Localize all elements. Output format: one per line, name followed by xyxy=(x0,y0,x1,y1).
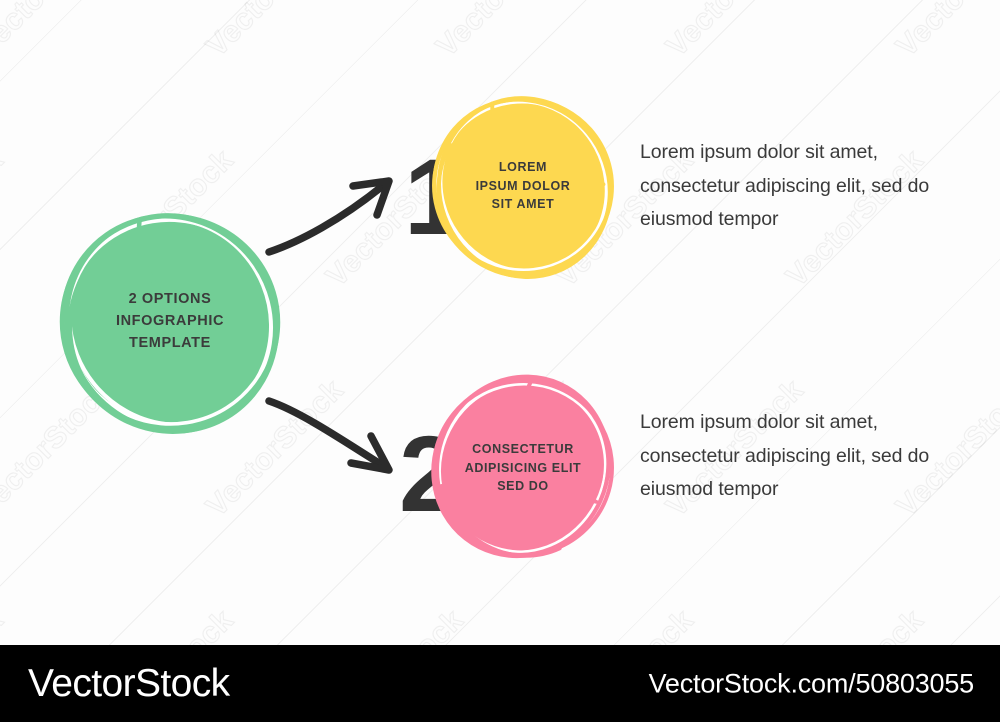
center-circle-node[interactable]: 2 OPTIONS INFOGRAPHIC TEMPLATE xyxy=(58,210,282,434)
watermark-text: VectorStock xyxy=(0,603,11,645)
arrow-to-option-2-icon xyxy=(265,397,393,474)
pink-sketch-circle-icon xyxy=(431,374,614,559)
watermark-text: VectorStock xyxy=(199,0,351,64)
artwork-area: VectorStock VectorStock VectorStock Vect… xyxy=(0,0,1000,645)
watermark-text: VectorStock xyxy=(779,603,931,645)
option-1-description: Lorem ipsum dolor sit amet, consectetur … xyxy=(640,141,930,231)
arrow-to-option-1-icon xyxy=(265,177,393,256)
vectorstock-logo: VectorStock xyxy=(28,661,230,705)
option-1-circle[interactable]: LOREM IPSUM DOLOR SIT AMET xyxy=(430,93,616,279)
watermark-text: VectorStock xyxy=(429,0,581,64)
watermark-text: VectorStock xyxy=(0,143,10,294)
watermark-text: VectorStock xyxy=(0,0,121,64)
watermark-text: VectorStock xyxy=(659,0,811,64)
vectorstock-url: VectorStock.com/50803055 xyxy=(648,668,975,698)
option-2-description: Lorem ipsum dolor sit amet, consectetur … xyxy=(640,411,930,501)
yellow-sketch-circle-icon xyxy=(432,96,614,279)
watermark-text: VectorStock xyxy=(889,0,1000,64)
watermark-text: VectorStock xyxy=(319,603,471,645)
option-2-circle[interactable]: CONSECTETUR ADIPISICING ELIT SED DO xyxy=(430,374,616,561)
footer-bar: VectorStock VectorStock.com/50803055 xyxy=(0,645,1000,722)
green-sketch-circle-icon xyxy=(59,213,281,434)
watermark-text: VectorStock xyxy=(89,603,241,645)
watermark-text: VectorStock xyxy=(549,603,701,645)
